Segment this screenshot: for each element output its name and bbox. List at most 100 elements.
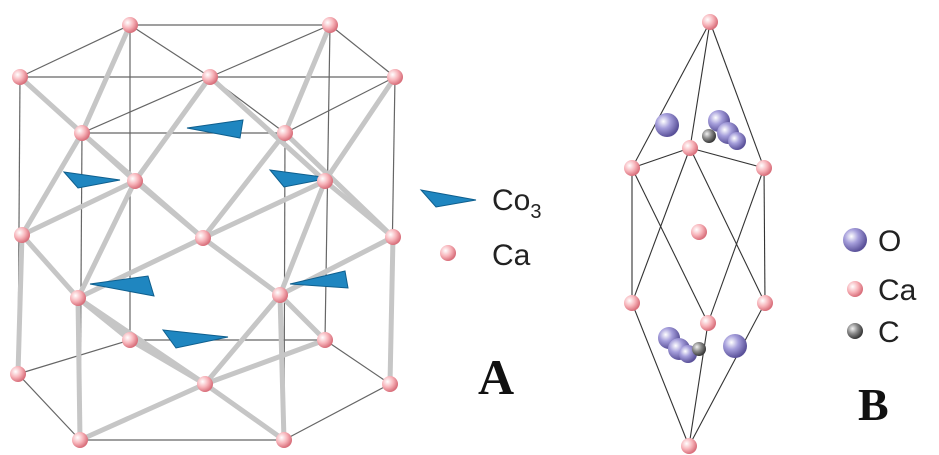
cell-edge xyxy=(763,167,766,304)
ca-atom xyxy=(12,69,28,85)
co3-triangle xyxy=(89,275,155,297)
cell-edge xyxy=(709,21,765,169)
ca-atom xyxy=(277,125,293,141)
cell-edge xyxy=(324,339,391,385)
bond-line xyxy=(207,74,328,184)
ca-atom xyxy=(276,432,292,448)
bond-line xyxy=(277,292,287,443)
panel-a-ca-o-bonds xyxy=(15,22,398,443)
ca-atom xyxy=(624,295,640,311)
co3-triangle xyxy=(62,171,121,189)
ca-atom xyxy=(382,376,398,392)
o-atom xyxy=(723,334,747,358)
ca-atom xyxy=(317,173,333,189)
bond-line xyxy=(79,22,133,136)
ca-atom xyxy=(272,287,288,303)
legend-o: O xyxy=(843,225,901,258)
bond-line xyxy=(277,234,396,298)
bond-line xyxy=(282,22,333,136)
ca-atom-icon xyxy=(847,281,863,297)
legend-ca-a: Ca xyxy=(440,239,531,272)
ca-atom xyxy=(317,332,333,348)
ca-atom xyxy=(10,366,26,382)
ca-atom xyxy=(322,17,338,33)
bond-line xyxy=(200,130,288,241)
ca-atom xyxy=(682,140,698,156)
cell-edge xyxy=(81,76,211,134)
cell-edge xyxy=(631,302,690,447)
bond-line xyxy=(282,130,396,240)
c-atom xyxy=(702,129,716,143)
bond-line xyxy=(77,381,208,443)
co3-triangle xyxy=(161,329,229,349)
co3-triangle-icon xyxy=(419,189,477,208)
bond-line xyxy=(75,295,83,443)
cell-edge xyxy=(209,24,331,78)
ca-atom xyxy=(202,69,218,85)
co3-triangle xyxy=(268,169,331,188)
ca-atom xyxy=(702,14,718,30)
ca-atom xyxy=(385,229,401,245)
panel-a-co3-triangles xyxy=(62,119,349,349)
ca-atom xyxy=(624,160,640,176)
legend-ca-label: Ca xyxy=(878,274,917,307)
ca-atom xyxy=(197,376,213,392)
c-atom xyxy=(692,342,706,356)
ca-atom xyxy=(700,315,716,331)
cell-edge xyxy=(689,21,711,149)
cell-edge xyxy=(689,147,765,169)
bond-line xyxy=(15,232,25,377)
panel-a-ca-atoms xyxy=(10,17,403,448)
o-atom xyxy=(728,132,746,150)
cell-edge xyxy=(689,147,766,304)
bond-line xyxy=(202,292,283,387)
cell-edge xyxy=(631,147,691,169)
cell-edge xyxy=(631,21,711,169)
bond-line xyxy=(202,381,287,443)
panel-label-b: B xyxy=(858,379,889,430)
legend-co3: Co3 xyxy=(419,184,541,223)
cell-edge xyxy=(707,167,765,324)
ca-atom xyxy=(72,432,88,448)
panel-label-a: A xyxy=(478,349,514,405)
ca-atom xyxy=(14,227,30,243)
cell-edge xyxy=(631,167,709,324)
ca-atom xyxy=(127,173,143,189)
legend-o-label: O xyxy=(878,225,901,258)
cell-edge xyxy=(17,339,131,375)
o-atom xyxy=(655,113,679,137)
legend-ca-label: Ca xyxy=(492,239,531,272)
cell-edge xyxy=(283,383,391,441)
legend-ca-b: Ca xyxy=(847,274,917,307)
cell-edge xyxy=(19,24,131,78)
bond-line xyxy=(200,235,283,298)
bond-line xyxy=(132,74,213,184)
bond-line xyxy=(387,234,396,387)
cell-edge xyxy=(329,24,396,78)
ca-atom xyxy=(195,230,211,246)
panel-a-calcite-cell: Co3 Ca A xyxy=(10,17,541,448)
panel-b-atoms xyxy=(624,14,773,454)
cell-edge xyxy=(284,76,396,134)
ca-atom xyxy=(70,290,86,306)
cell-edge xyxy=(17,373,81,441)
cell-edge xyxy=(631,147,691,304)
bond-line xyxy=(200,178,328,241)
ca-atom-icon xyxy=(440,245,456,261)
cell-edge xyxy=(129,24,211,78)
bond-line xyxy=(19,232,81,301)
legend-co3-label: Co3 xyxy=(492,184,541,223)
co3-triangle xyxy=(186,119,244,139)
bond-line xyxy=(277,178,328,298)
c-atom-icon xyxy=(847,323,863,339)
ca-atom xyxy=(691,224,707,240)
ca-atom xyxy=(757,295,773,311)
o-atom-icon xyxy=(843,228,867,252)
cell-edge xyxy=(688,322,709,447)
ca-atom xyxy=(122,17,138,33)
ca-atom xyxy=(756,160,772,176)
bond-line xyxy=(277,292,328,343)
ca-atom xyxy=(681,438,697,454)
ca-atom xyxy=(387,69,403,85)
